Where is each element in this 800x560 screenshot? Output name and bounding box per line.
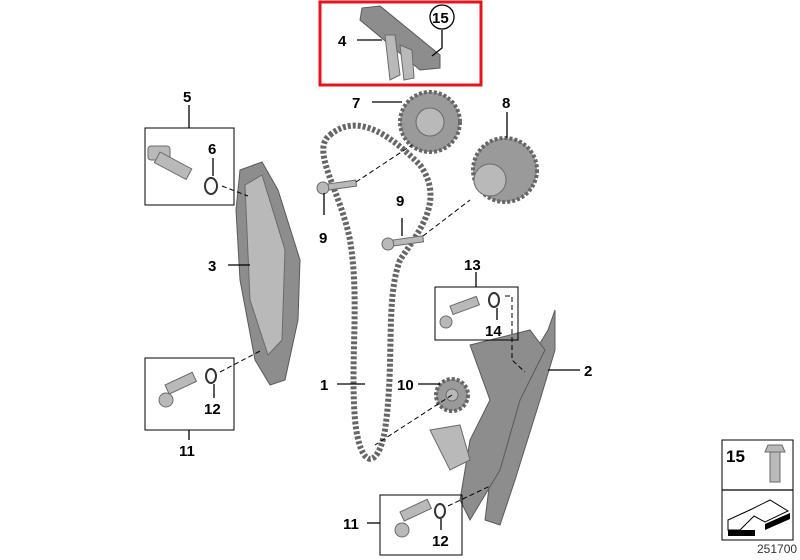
callout-3: 3	[208, 258, 216, 275]
callout-5: 5	[183, 89, 191, 106]
timing-chain[interactable]	[320, 122, 434, 462]
part-5-tensioner[interactable]	[147, 145, 193, 181]
callout-11a: 11	[179, 443, 195, 460]
part-12-seal-ring-left[interactable]	[205, 368, 217, 384]
callout-6: 6	[208, 141, 216, 158]
box-11-12-bottom	[379, 494, 463, 556]
callout-1: 1	[320, 377, 328, 394]
callout-2: 2	[584, 363, 592, 380]
callout-9b: 9	[396, 193, 404, 210]
legend-callout-15: 15	[726, 447, 745, 466]
callout-8: 8	[502, 95, 510, 112]
part-2-guide-rail[interactable]	[429, 309, 556, 526]
highlight-box[interactable]	[318, 0, 483, 87]
callout-11b: 11	[343, 516, 359, 533]
callout-9a: 9	[319, 230, 327, 247]
camshaft-sprocket-exhaust[interactable]	[471, 136, 539, 204]
callout-10: 10	[397, 377, 414, 394]
callout-7: 7	[352, 95, 360, 112]
box-5-6	[144, 127, 235, 206]
part-13-bolt[interactable]	[439, 295, 481, 329]
legend-box: 15	[721, 439, 794, 541]
part-14-seal-ring[interactable]	[488, 292, 500, 308]
part-12-seal-ring-bottom[interactable]	[434, 503, 446, 519]
callout-15: 15	[432, 10, 449, 27]
part-3-tensioner-rail[interactable]	[235, 161, 301, 386]
callout-4: 4	[338, 33, 347, 50]
box-11-12-left	[144, 357, 235, 431]
reference-number: 251700	[757, 542, 797, 556]
part-11-bolt-bottom[interactable]	[394, 498, 433, 538]
callout-13: 13	[464, 257, 481, 274]
box-13-14	[434, 286, 519, 341]
part-11-bolt-left[interactable]	[158, 371, 198, 408]
part-4-guide-rail[interactable]	[359, 5, 441, 81]
callout-12a: 12	[204, 401, 221, 418]
part-6-seal-ring[interactable]	[204, 177, 218, 195]
bolt-9-lower[interactable]	[381, 235, 425, 251]
arrow-icon	[727, 499, 790, 536]
bolt-9-upper[interactable]	[316, 179, 358, 195]
bolt-icon	[764, 444, 786, 483]
callout-15-circle	[429, 4, 455, 30]
callout-12b: 12	[432, 533, 449, 550]
callout-14: 14	[485, 323, 502, 340]
camshaft-sprocket-intake[interactable]	[398, 90, 462, 154]
